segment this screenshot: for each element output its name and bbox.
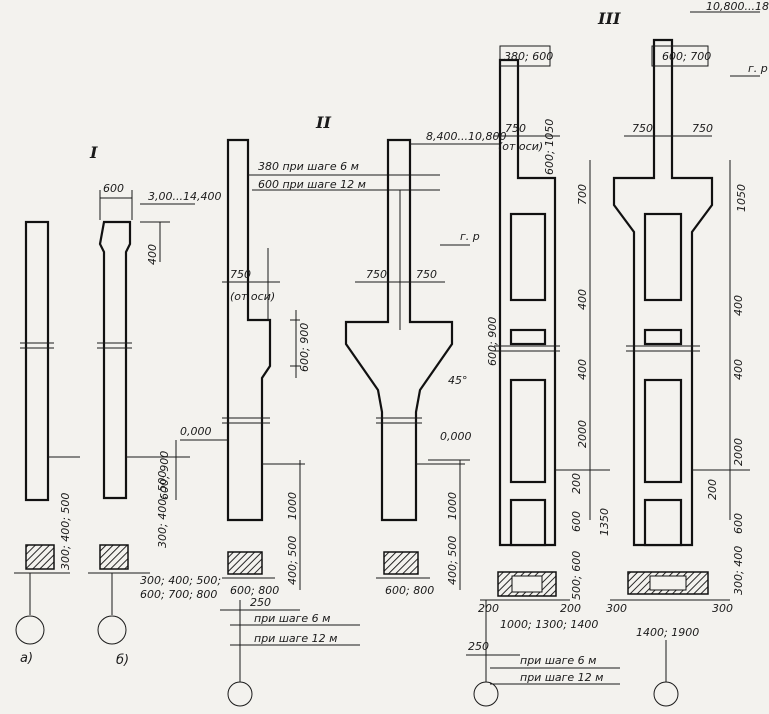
axis-marker-a [15,615,45,645]
col-f-750b: 750 [692,122,713,135]
col-e-2000: 2000 [576,420,589,448]
col-c-zero: 0,000 [180,425,212,438]
col-e-200b: 200 [560,602,581,615]
axis-marker-e [473,681,499,707]
col-f-750a: 750 [632,122,653,135]
col-b-base-dim: 600; 900 [158,451,171,500]
col-f-top-w: 600; 700 [662,50,711,63]
col-d-sect-h: 400; 500 [446,536,459,585]
col-d-angle: 45° [448,374,468,387]
col-f-300b: 300 [712,602,733,615]
col-e-600: 600 [570,511,583,532]
col-f-300: 300 [606,602,627,615]
col-f-top-mark: 10,800...18, [706,0,769,13]
col-e-400a: 400 [576,289,589,310]
col-f-sect-w: 1400; 1900 [636,626,699,639]
group-label-III: III [597,9,621,28]
column-e: 380; 600 750 (от оси) 600; 1050 700 400 … [466,45,620,707]
col-c-from-axis: (от оси) [230,290,275,303]
col-b-width: 600 [103,182,124,195]
col-d-top-mark: 8,400...10,800 [426,130,506,143]
col-e-step12: при шаге 12 м [520,671,603,684]
col-e-400b: 400 [576,359,589,380]
col-e-700: 700 [576,184,589,205]
column-c: 380 при шаге 6 м 600 при шаге 12 м 750 (… [180,138,440,707]
group-label-II: II [315,113,331,132]
col-d-1000: 1000 [446,492,459,520]
col-c-cons-h: 600; 900 [298,323,311,372]
col-e-sect-h: 500; 600 [570,551,583,600]
section-a [25,544,55,570]
col-d-sect-w: 600; 800 [385,584,434,597]
column-f: 10,800...18, 600; 700 г. р 750 750 1050 … [606,0,769,707]
col-c-step12: 600 при шаге 12 м [258,178,366,191]
column-d: 8,400...10,800 г. р 750 750 45° 0,000 10… [344,130,506,597]
col-f-sect-h: 300; 400 [732,546,745,595]
col-e-step6: при шаге 6 м [520,654,596,667]
col-e-600-1050: 600; 1050 [543,119,556,175]
section-c [227,551,263,575]
col-c-step12b: при шаге 12 м [254,632,337,645]
col-e-from-axis: (от оси) [498,140,543,153]
col-f-600: 600 [732,513,745,534]
col-d-750a: 750 [366,268,387,281]
col-c-step6: 380 при шаге 6 м [258,160,359,173]
axis-marker-f [653,681,679,707]
col-c-250: 250 [250,596,271,609]
col-f-1050: 1050 [735,184,748,212]
col-f-400a: 400 [732,295,745,316]
col-f-gr: г. р [748,62,768,75]
column-a: а) [14,220,80,666]
col-b-sect-dim-side: 300; 400; 500 [156,471,169,548]
col-b-sect-dim3: 600; 700; 800 [140,588,217,601]
col-e-1350: 1350 [598,508,611,536]
col-f-2000: 2000 [732,438,745,466]
col-e-200: 200 [570,473,583,494]
variant-label-b: б) [116,653,129,668]
col-e-top-w: 380; 600 [504,50,553,63]
group-label-I: I [89,143,98,162]
section-b [99,544,129,570]
col-e-750: 750 [505,122,526,135]
col-c-sect-w: 600; 800 [230,584,279,597]
col-d-gr: г. р [460,230,480,243]
col-b-sect-dim2: 300; 400; 500; [140,574,221,587]
col-f-400b: 400 [732,359,745,380]
col-e-sect-w: 1000; 1300; 1400 [500,618,598,631]
col-e-200a: 200 [478,602,499,615]
col-c-sect-h: 400; 500 [286,536,299,585]
variant-label-a: а) [20,651,33,666]
col-c-1000: 1000 [286,492,299,520]
col-c-step6b: при шаге 6 м [254,612,330,625]
col-d-zero: 0,000 [440,430,472,443]
col-b-sect-dim1: 300; 400; 500 [59,493,72,570]
col-e-600-900: 600; 900 [486,317,499,366]
col-b-top-mark: 3,00...14,400 [148,190,221,203]
col-b-dim-400: 400 [146,244,159,265]
column-b: 600 3,00...14,400 400 600; 900 300; 400;… [59,182,221,668]
col-f-200: 200 [706,479,719,500]
axis-marker-b [97,615,127,645]
axis-marker-c [227,681,253,707]
section-d [383,551,419,575]
col-d-750b: 750 [416,268,437,281]
col-e-250: 250 [468,640,489,653]
col-c-750: 750 [230,268,251,281]
